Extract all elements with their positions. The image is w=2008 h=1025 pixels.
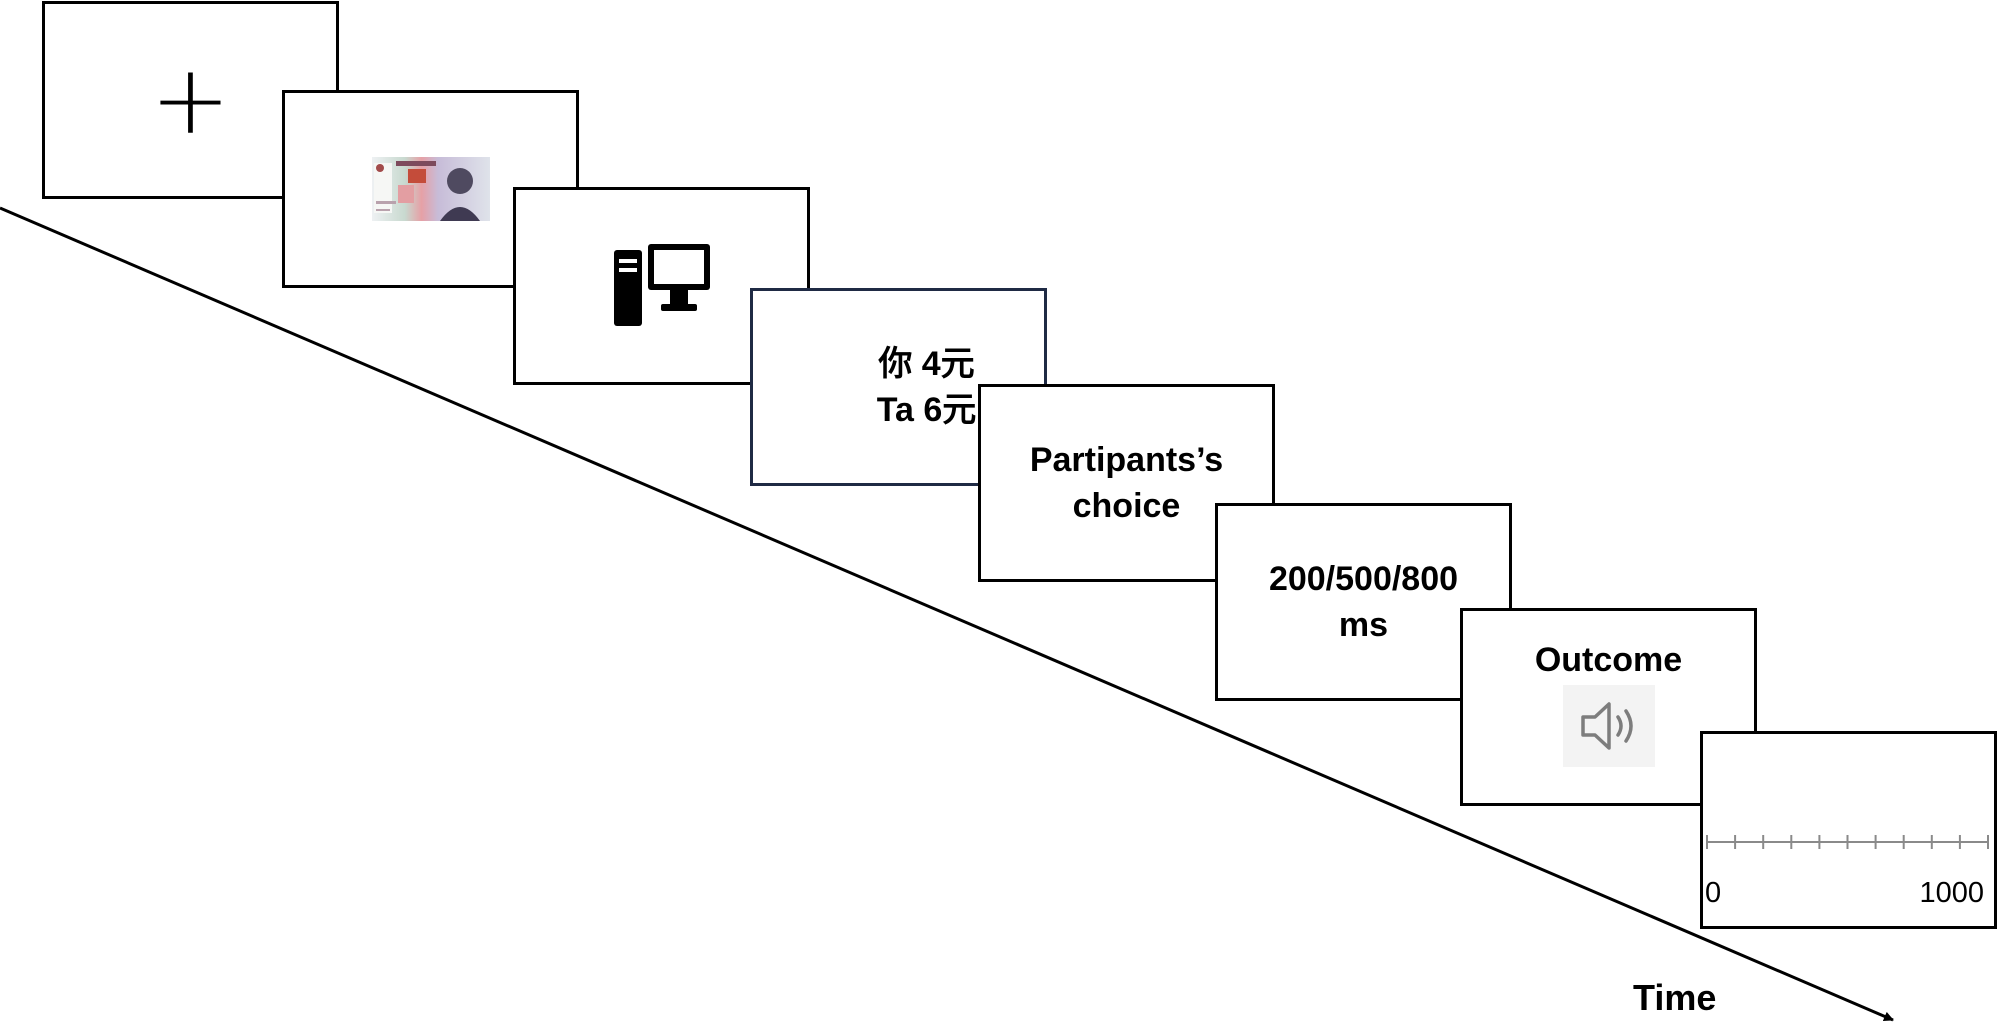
time-axis-label: Time: [1633, 977, 1717, 1018]
choice-text: Partipants’s choice: [1030, 437, 1223, 529]
speaker-icon-tile: [1562, 685, 1655, 767]
delay-line-1: 200/500/800: [1268, 560, 1459, 598]
fixation-cross: +: [150, 44, 231, 156]
choice-line-2: choice: [1072, 487, 1181, 525]
scale-min-label: 0: [1705, 877, 1722, 909]
rating-screen: 0 1000: [1700, 731, 1997, 929]
scale-max-label: 1000: [1919, 877, 1984, 909]
outcome-title: Outcome: [1534, 641, 1683, 679]
rating-scale: [1706, 835, 1989, 849]
desktop-computer-icon: [613, 244, 710, 326]
offer-self-line: 你 4元: [878, 345, 975, 383]
delay-text: 200/500/800 ms: [1269, 556, 1458, 648]
offer-other-line: Ta 6元: [876, 391, 977, 429]
offer-text: 你 4元 Ta 6元: [821, 341, 977, 433]
speaker-sound-icon: [1580, 702, 1633, 750]
choice-line-1: Partipants’s: [1029, 441, 1224, 479]
banknote-10-yuan-icon: [371, 157, 490, 221]
delay-line-2: ms: [1338, 606, 1389, 644]
